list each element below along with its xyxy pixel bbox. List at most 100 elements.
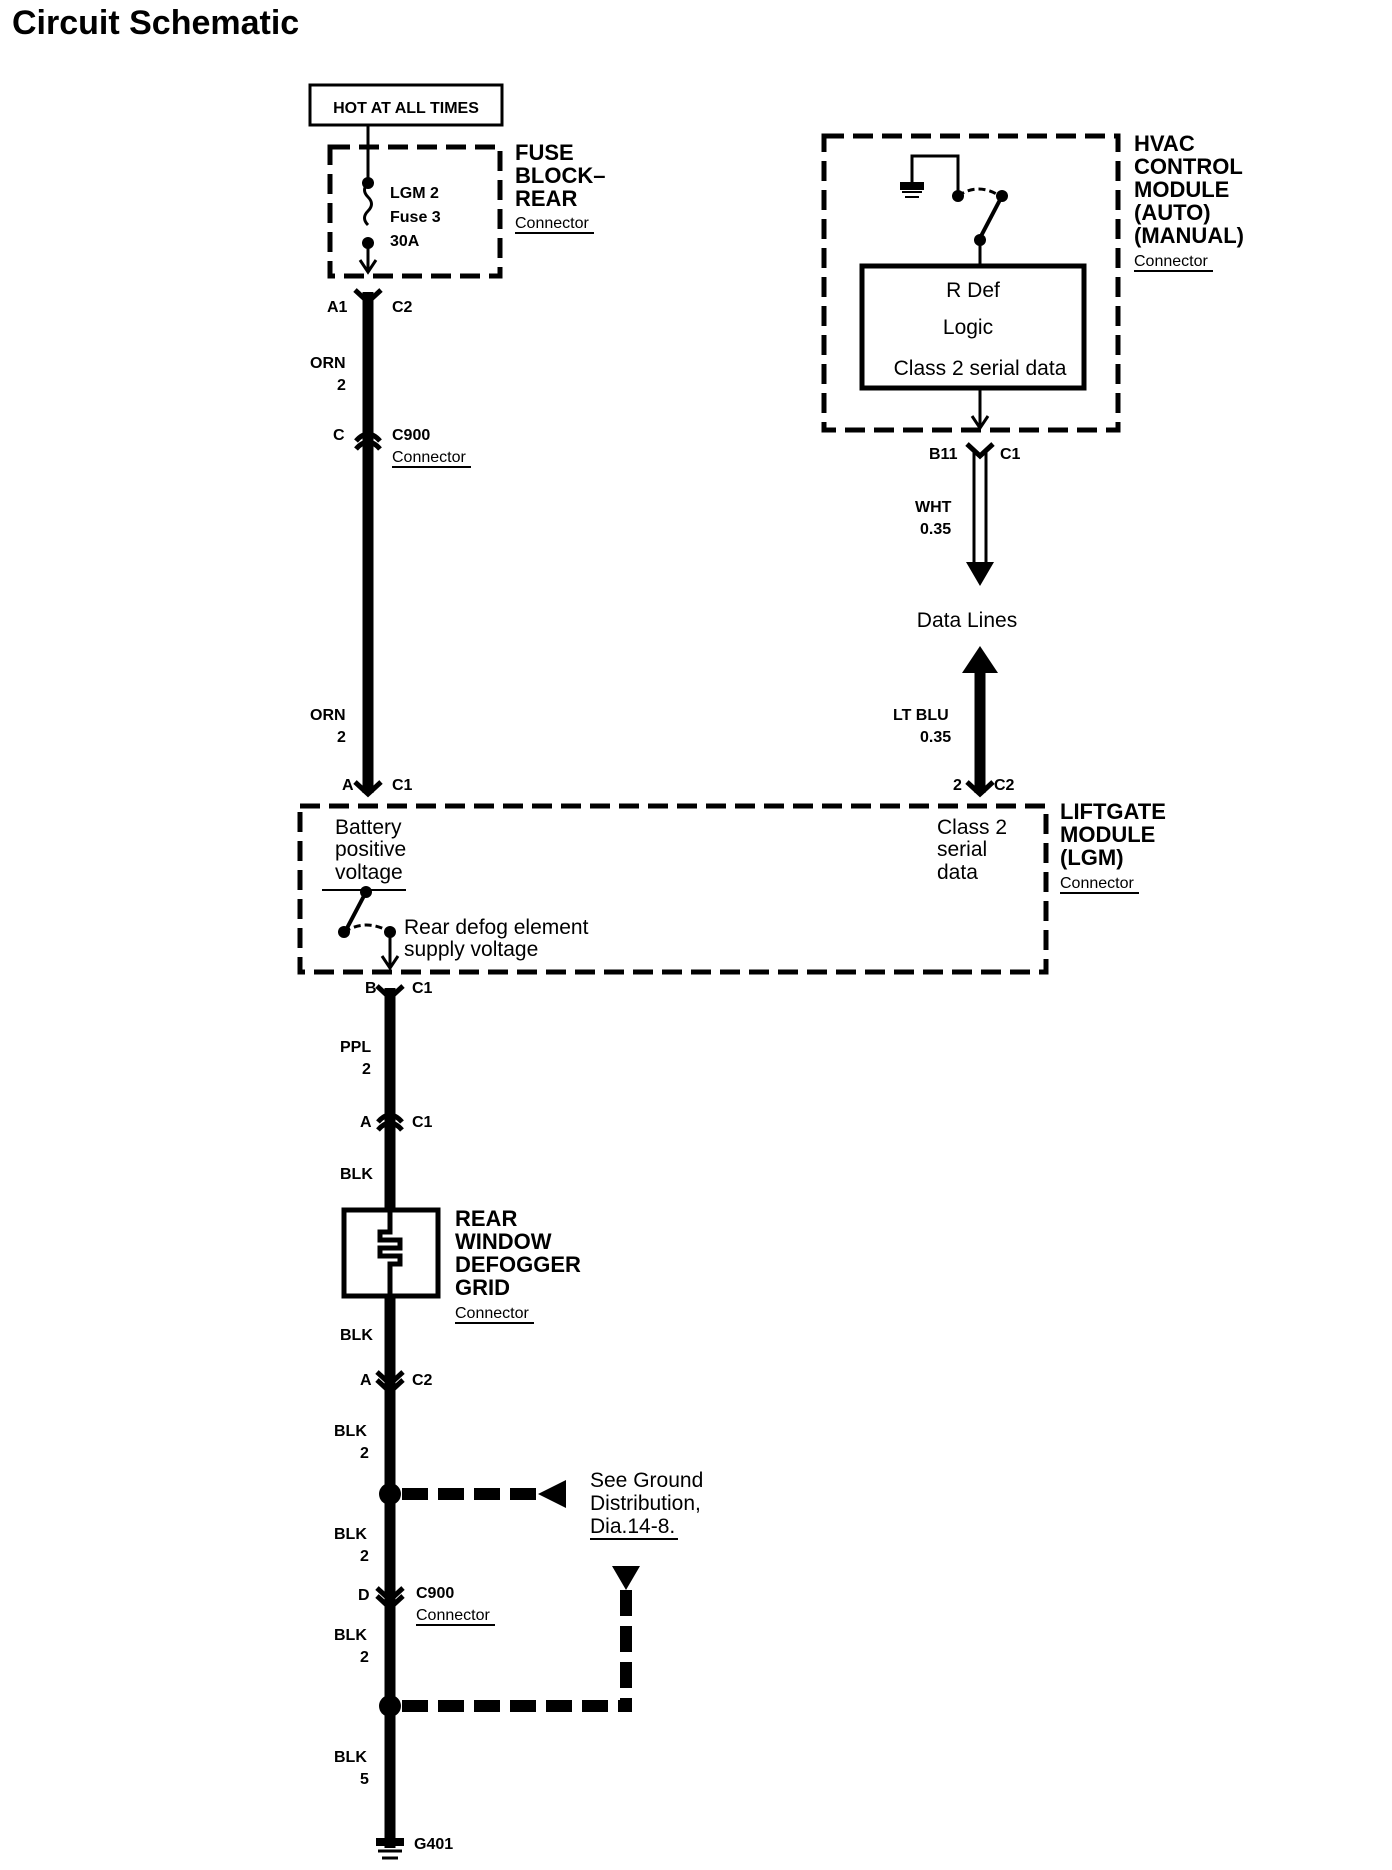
class2-serial-data-label: Class 2 serial data bbox=[894, 357, 1067, 380]
ground-name: G401 bbox=[414, 1836, 453, 1853]
wire-gauge-label: 2 bbox=[337, 377, 346, 394]
rear-defog-supply-label: supply voltage bbox=[404, 938, 538, 961]
grid-pin-c1: C1 bbox=[412, 1114, 433, 1131]
data-lines-arrow-up bbox=[962, 646, 998, 673]
lgm-pin-b-connector: C1 bbox=[412, 980, 433, 997]
wire-color-label: PPL bbox=[340, 1039, 371, 1056]
wire-gauge-label: 0.35 bbox=[920, 729, 951, 746]
defogger-element-icon bbox=[377, 1212, 403, 1294]
splice-dot bbox=[379, 1695, 401, 1717]
switch-icon bbox=[978, 195, 1004, 239]
lgm-outline bbox=[297, 803, 1049, 975]
wire-color-label: BLK bbox=[334, 1627, 367, 1644]
power-label-box bbox=[308, 83, 504, 127]
wire-gauge-label: 2 bbox=[337, 729, 346, 746]
fuse-rating: 30A bbox=[390, 233, 420, 250]
lgm-class2-label: Class 2 bbox=[937, 816, 1007, 839]
hvac-connector-label: Connector bbox=[1134, 253, 1208, 270]
hvac-module-outline bbox=[821, 133, 1121, 433]
wire-color-label: WHT bbox=[915, 499, 952, 516]
hvac-module-title: CONTROL bbox=[1134, 154, 1243, 179]
r-def-logic-box bbox=[859, 263, 1087, 391]
fuse-pin-a1: A1 bbox=[327, 299, 348, 316]
fuse-block-outline bbox=[327, 144, 503, 279]
ground-ref-arrow-down bbox=[612, 1566, 640, 1590]
fuse-name: LGM 2 bbox=[390, 185, 439, 202]
lgm-class2-label: data bbox=[937, 861, 978, 884]
c900-pin-d: D bbox=[358, 1587, 370, 1604]
c900-pin-c: C bbox=[333, 427, 345, 444]
wire-gauge-label: 5 bbox=[360, 1771, 369, 1788]
hvac-module-title: HVAC bbox=[1134, 131, 1195, 156]
grid-pin-a-bottom: A bbox=[360, 1372, 372, 1389]
fuse-icon bbox=[363, 181, 373, 227]
defogger-title: GRID bbox=[455, 1275, 510, 1300]
battery-positive-voltage-label: positive bbox=[335, 838, 406, 861]
lgm-connector-label: Connector bbox=[1060, 875, 1134, 892]
fuse-block-title: REAR bbox=[515, 186, 577, 211]
wire-color-label: ORN bbox=[310, 355, 346, 372]
lgm-pin-2: 2 bbox=[953, 777, 962, 794]
fuse-number: Fuse 3 bbox=[390, 209, 441, 226]
c900-bottom-connector-label: Connector bbox=[416, 1607, 490, 1624]
fuse-block-title: BLOCK– bbox=[515, 163, 605, 188]
hvac-pin-b11: B11 bbox=[929, 446, 958, 463]
defogger-title: DEFOGGER bbox=[455, 1252, 581, 1277]
battery-positive-voltage-label: Battery bbox=[335, 816, 402, 839]
c900-bottom-connector-symbol bbox=[375, 1586, 405, 1604]
c900-connector-label: Connector bbox=[392, 449, 466, 466]
ground-ref-label: Distribution, bbox=[590, 1492, 701, 1515]
grid-connector-symbol-bottom bbox=[375, 1370, 405, 1388]
lgm-class2-label: serial bbox=[937, 838, 987, 861]
defogger-connector-label: Connector bbox=[455, 1305, 529, 1322]
hvac-module-title: (MANUAL) bbox=[1134, 223, 1244, 248]
ground-ref-arrow bbox=[538, 1480, 566, 1508]
grid-pin-c2: C2 bbox=[412, 1372, 433, 1389]
lgm-title: MODULE bbox=[1060, 822, 1155, 847]
ground-ref-label: See Ground bbox=[590, 1469, 703, 1492]
lgm-title: (LGM) bbox=[1060, 845, 1124, 870]
hvac-module-title: MODULE bbox=[1134, 177, 1229, 202]
wire-color-label: BLK bbox=[334, 1423, 367, 1440]
defogger-title: WINDOW bbox=[455, 1229, 552, 1254]
wire-gauge-label: 2 bbox=[360, 1548, 369, 1565]
page-title: Circuit Schematic bbox=[12, 4, 300, 42]
splice-dot bbox=[379, 1483, 401, 1505]
data-lines-label: Data Lines bbox=[917, 609, 1017, 632]
connector-symbol bbox=[353, 288, 383, 306]
logic-label: Logic bbox=[943, 316, 993, 339]
hvac-pin-c1: C1 bbox=[1000, 446, 1021, 463]
c900-connector-symbol bbox=[354, 431, 382, 443]
lgm-pin-a-connector: C1 bbox=[392, 777, 413, 794]
r-def-label: R Def bbox=[946, 279, 1000, 302]
fuse-block-title: FUSE bbox=[515, 140, 574, 165]
data-lines-arrow-down bbox=[966, 562, 994, 586]
wire-color-label: BLK bbox=[340, 1166, 373, 1183]
grid-pin-a: A bbox=[360, 1114, 372, 1131]
wire-gauge-label: 2 bbox=[360, 1649, 369, 1666]
wire-color-label: BLK bbox=[340, 1327, 373, 1344]
wire-color-label: BLK bbox=[334, 1749, 367, 1766]
wire-gauge-label: 2 bbox=[362, 1061, 371, 1078]
wire-color-label: LT BLU bbox=[893, 707, 949, 724]
wire-color-label: ORN bbox=[310, 707, 346, 724]
lgm-title: LIFTGATE bbox=[1060, 799, 1166, 824]
grid-connector-symbol bbox=[376, 1112, 404, 1124]
wire-gauge-label: 2 bbox=[360, 1445, 369, 1462]
defogger-title: REAR bbox=[455, 1206, 517, 1231]
wire-color-label: BLK bbox=[334, 1526, 367, 1543]
rear-defog-supply-label: Rear defog element bbox=[404, 916, 589, 939]
fuse-pin-c2: C2 bbox=[392, 299, 413, 316]
wire-gauge-label: 0.35 bbox=[920, 521, 951, 538]
lgm-pin-b: B bbox=[365, 980, 377, 997]
c900-bottom-name: C900 bbox=[416, 1585, 454, 1602]
fuse-block-connector-label: Connector bbox=[515, 215, 589, 232]
lgm-switch-icon bbox=[344, 891, 368, 931]
battery-positive-voltage-label: voltage bbox=[335, 861, 403, 884]
hvac-module-title: (AUTO) bbox=[1134, 200, 1211, 225]
lgm-pin-2-connector: C2 bbox=[994, 777, 1015, 794]
c900-name: C900 bbox=[392, 427, 430, 444]
ground-ref-label: Dia.14-8. bbox=[590, 1515, 675, 1538]
power-label: HOT AT ALL TIMES bbox=[333, 100, 479, 117]
